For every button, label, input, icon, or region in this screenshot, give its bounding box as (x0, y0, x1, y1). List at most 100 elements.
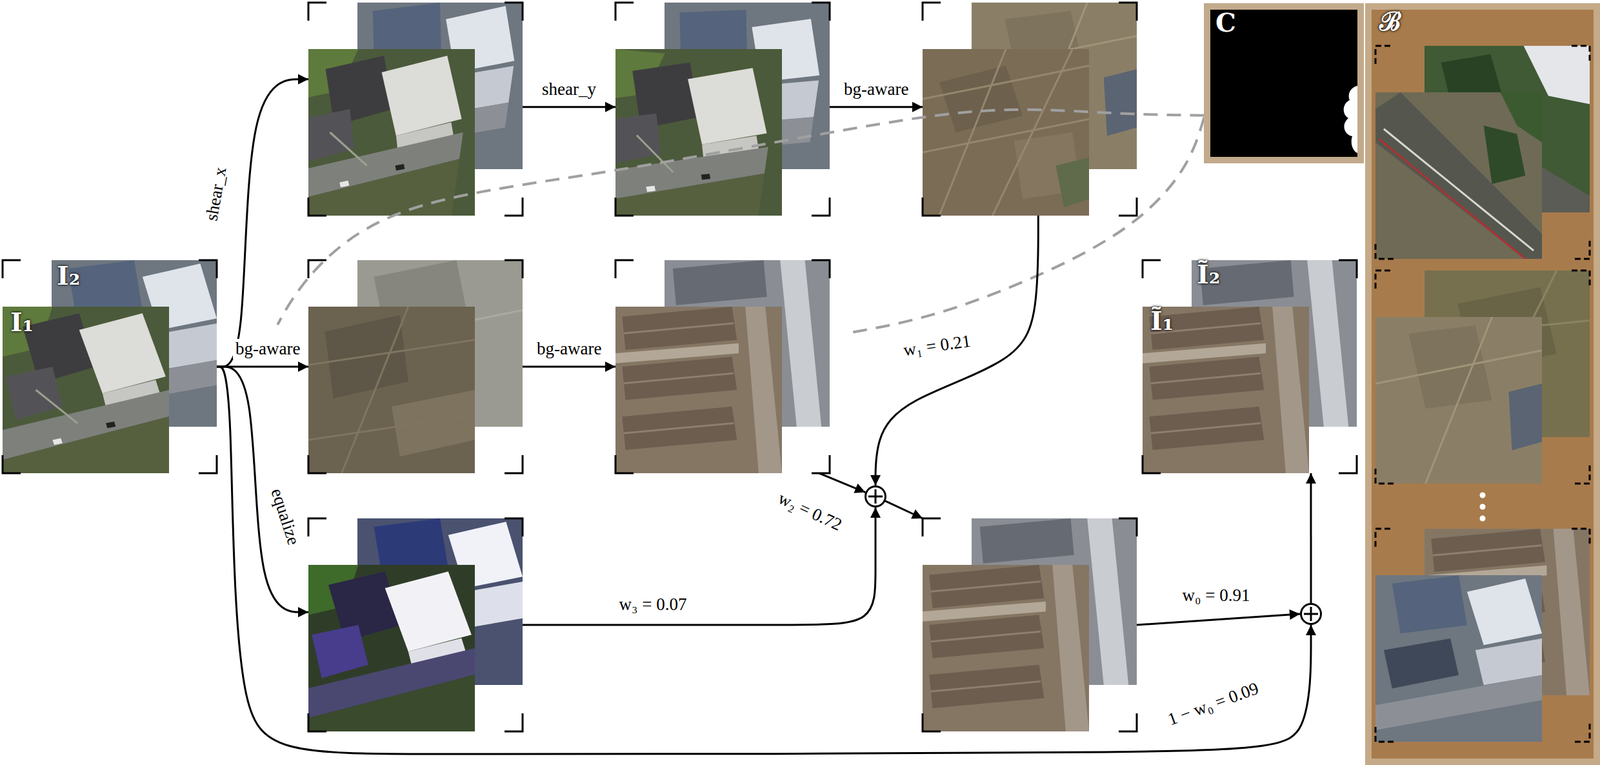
photo-ground (922, 49, 1090, 216)
photo-ground (1142, 306, 1310, 473)
photo-shape (672, 260, 768, 306)
edge-label: 1 − w₀ = 0.09 (1162, 676, 1264, 730)
photo-ground (2, 306, 170, 473)
corner-bracket (811, 260, 830, 279)
photo-track (930, 681, 1041, 691)
corner-bracket (922, 197, 941, 216)
photo-shape (311, 624, 369, 679)
sum-shape (864, 485, 887, 508)
image-panel (308, 260, 523, 473)
aerial-photo (1375, 574, 1542, 742)
image-panel: I₂I₁ (2, 260, 217, 473)
photo-shape (1142, 343, 1266, 364)
photo-shape (1149, 356, 1264, 400)
photo-shape (105, 421, 116, 428)
photo-shape (1149, 306, 1264, 350)
arrow-connector (216, 366, 309, 612)
arrow-connector (216, 79, 309, 367)
aerial-photo (2, 306, 170, 473)
mask-panel: C (1203, 3, 1364, 164)
edge-label: bg-aware (232, 338, 303, 359)
corner-bracket (1142, 260, 1161, 279)
photo-track (623, 323, 734, 333)
photo-shape (308, 674, 475, 731)
corner-bracket (615, 2, 634, 21)
photo-track (623, 423, 734, 433)
mask-blob (1343, 85, 1358, 153)
photo-ground (308, 306, 475, 473)
panel-border (1365, 3, 1600, 765)
corner-bracket (811, 2, 830, 21)
photo-track (922, 118, 1090, 153)
photo-shape (939, 65, 1023, 133)
corner-bracket (1571, 45, 1590, 64)
aerial-photo (1375, 92, 1542, 259)
photo-content (922, 49, 1090, 216)
photo-track (939, 49, 1006, 216)
photo-shape (621, 406, 737, 450)
photo-content (1375, 574, 1542, 730)
photo-shape (700, 172, 712, 181)
corner-bracket (1571, 723, 1590, 742)
sum-shape (1300, 602, 1322, 625)
ellipsis-dot (1480, 492, 1486, 499)
image-panel (922, 518, 1137, 731)
corner-bracket (1118, 197, 1137, 216)
corner-bracket (1571, 528, 1590, 547)
photo-shape (1500, 92, 1543, 142)
image-panel (922, 2, 1137, 216)
photo-shape (2, 416, 170, 473)
bank-panel: ℬ (1365, 3, 1600, 765)
photo-shape (929, 664, 1044, 708)
edge-label: w₀ = 0.91 (1180, 585, 1253, 606)
edge-label: w₃ = 0.07 (616, 594, 690, 615)
corner-bracket (1375, 270, 1394, 289)
corner-bracket (198, 454, 217, 473)
photo-shape (1272, 306, 1310, 473)
edge-label: w₁ = 0.21 (899, 330, 975, 360)
corner-bracket (308, 454, 327, 473)
photo-track (341, 306, 409, 473)
photo-ground (308, 564, 475, 731)
arrow-connector (216, 366, 1311, 754)
photo-shape (645, 185, 657, 193)
sum-node (864, 485, 887, 508)
corner-bracket (504, 712, 523, 731)
photo-shape (929, 614, 1044, 658)
corner-bracket (1375, 240, 1394, 259)
plus-sign (868, 489, 883, 504)
arrow-connector (885, 500, 923, 519)
corner-bracket (1375, 528, 1394, 547)
edge-label: bg-aware (534, 338, 604, 359)
photo-ground (1375, 316, 1542, 484)
photo-track (308, 414, 475, 440)
corner-bracket (1142, 454, 1161, 473)
corner-bracket (615, 260, 634, 279)
edge-label: shear_x (201, 162, 232, 225)
photo-shape (980, 518, 1075, 564)
photo-ground (1375, 574, 1542, 742)
ellipsis-dot (1480, 515, 1486, 522)
bank-shape (1365, 3, 1600, 765)
photo-content (308, 564, 475, 731)
photo-ground (922, 564, 1090, 731)
corner-bracket (198, 260, 217, 279)
photo-content (1375, 316, 1542, 484)
photo-shape (1055, 157, 1090, 208)
photo-track (1425, 316, 1492, 484)
photo-content (2, 306, 170, 473)
corner-bracket (504, 260, 523, 279)
leader-line (277, 109, 1204, 325)
photo-shape (922, 601, 1046, 622)
corner-bracket (1375, 465, 1394, 484)
corner-bracket (308, 197, 327, 216)
corner-bracket (308, 2, 327, 21)
corner-bracket (811, 197, 830, 216)
photo-shape (1483, 125, 1526, 184)
aerial-photo (615, 306, 782, 473)
photo-shape (1087, 518, 1129, 685)
sum-circle (1301, 603, 1322, 624)
aerial-photo (922, 49, 1090, 216)
photo-shape (1467, 578, 1542, 645)
corner-bracket (504, 454, 523, 473)
